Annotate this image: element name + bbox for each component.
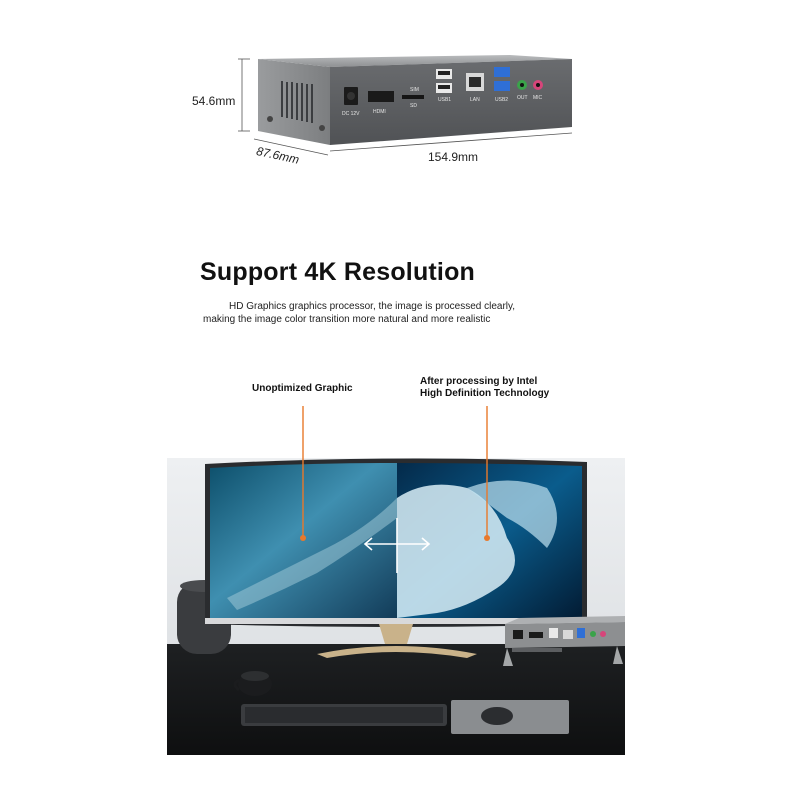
mouse-pad (451, 700, 569, 734)
feature-description-line2: making the image color transition more n… (203, 314, 491, 325)
dimension-height: 54.6mm (192, 94, 236, 108)
monitor (205, 458, 587, 658)
callout-unoptimized-label: Unoptimized Graphic (252, 383, 353, 394)
dimension-width: 154.9mm (428, 150, 479, 164)
callout-dot-right (484, 535, 490, 541)
port-label-usb2: USB2 (495, 97, 508, 103)
callout-optimized-line2: High Definition Technology (420, 388, 550, 399)
device-side-panel (258, 59, 330, 145)
screen-unoptimized (210, 463, 397, 619)
feature-description-line1: HD Graphics graphics processor, the imag… (229, 301, 516, 312)
device-front-panel (330, 59, 572, 145)
callout-unoptimized: Unoptimized Graphic (252, 383, 353, 395)
port-label-sd: SD (410, 103, 417, 109)
desk-scene (167, 458, 625, 755)
feature-description: HD Graphics graphics processor, the imag… (203, 300, 515, 326)
port-label-dc: DC 12V (342, 111, 360, 117)
keyboard (241, 704, 447, 726)
port-label-sim: SIM (410, 87, 419, 93)
callout-dot-left (300, 535, 306, 541)
feature-title: Support 4K Resolution (200, 258, 476, 286)
desk (167, 644, 625, 755)
callout-optimized-line1: After processing by Intel (420, 376, 538, 387)
port-label-out: OUT (517, 95, 528, 101)
coffee-mug (233, 671, 272, 696)
mini-pc (503, 616, 625, 666)
port-label-hdmi: HDMI (373, 109, 386, 115)
compare-arrows (363, 518, 431, 573)
callout-optimized: After processing by Intel High Definitio… (420, 376, 549, 400)
dimension-lines (238, 58, 573, 156)
port-label-lan: LAN (470, 97, 480, 103)
device-top-panel (258, 55, 572, 67)
product-dimension-drawing: DC 12V HDMI SIM SD USB1 LAN USB2 OUT MIC (238, 55, 573, 156)
port-label-usb1: USB1 (438, 97, 451, 103)
port-label-mic: MIC (533, 95, 543, 101)
